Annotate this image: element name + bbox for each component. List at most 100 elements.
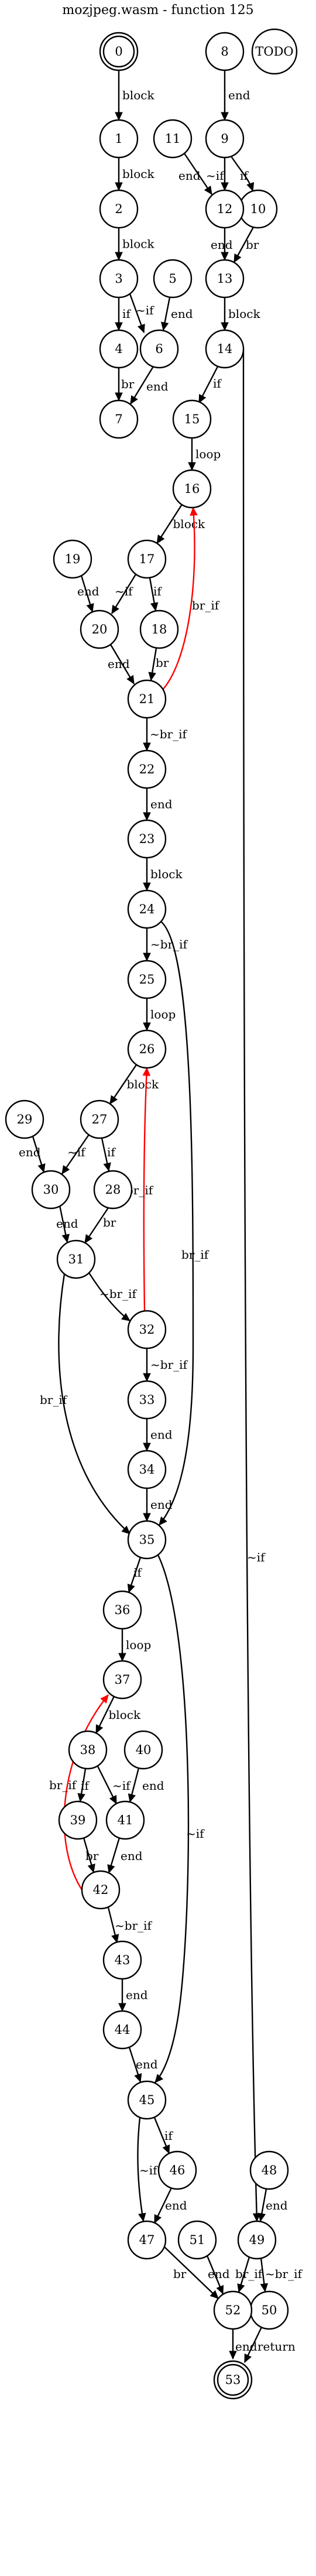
edge-24-35: br_if: [159, 921, 209, 1526]
edge-23-24: block: [143, 858, 183, 892]
edge-arrowhead: [162, 2144, 170, 2154]
node-27: 27: [80, 1099, 119, 1139]
node-21: 21: [127, 679, 167, 719]
node-circle: [127, 539, 167, 579]
edge-arrowhead: [115, 182, 123, 191]
edge-39-42: br: [83, 1837, 99, 1873]
edge-4-7: br: [115, 368, 135, 402]
edge-label: if: [81, 1779, 90, 1793]
edge-label: br_if: [49, 1778, 77, 1792]
node-label: 41: [118, 1813, 133, 1827]
edge-line: [61, 1134, 90, 1174]
edge-0-1: block: [115, 70, 154, 121]
edge-arrowhead: [103, 1162, 111, 1172]
node-label: TODO: [255, 44, 293, 59]
node-circle: [139, 609, 179, 649]
edge-12-13: end: [211, 228, 233, 261]
edge-label: block: [173, 517, 205, 531]
node-circle: [99, 119, 139, 159]
node-label: 25: [139, 972, 155, 986]
edge-arrowhead: [115, 252, 123, 261]
edge-label: block: [228, 307, 260, 321]
node-circle: [237, 2220, 277, 2260]
edge-label: ~br_if: [150, 937, 188, 951]
edge-arrowhead: [143, 953, 151, 962]
edge-arrowhead: [115, 322, 123, 331]
edge-label: end: [19, 1145, 41, 1159]
node-circle: [68, 1730, 108, 1770]
node-circle: [102, 1660, 142, 1700]
edge-label: ~br_if: [115, 1919, 153, 1933]
edge-label: end: [142, 1779, 164, 1793]
edge-line: [58, 1273, 130, 1534]
edge-arrowhead: [188, 462, 196, 471]
node-circle: [157, 2150, 197, 2190]
node-label: 43: [115, 1953, 130, 1967]
edge-29-30: end: [19, 1136, 46, 1173]
edge-14-15: if: [198, 366, 222, 404]
node-45: 45: [127, 2080, 167, 2120]
node-22: 22: [127, 749, 167, 789]
edge-52-53: end: [229, 2329, 257, 2360]
edge-31-35: br_if: [40, 1273, 130, 1534]
edge-arrowhead: [142, 1067, 151, 1076]
node-circle: [93, 1170, 133, 1210]
edge-arrowhead: [86, 603, 94, 613]
node-36: 36: [102, 1590, 142, 1630]
node-11: 11: [153, 119, 193, 159]
node-label: 6: [155, 342, 163, 356]
edge-arrowhead: [134, 2073, 142, 2083]
node-label: 45: [139, 2093, 155, 2107]
node-label: 0: [115, 44, 122, 59]
edge-32-33: ~br_if: [143, 1348, 188, 1382]
edge-49-50: ~br_if: [260, 2258, 303, 2293]
edge-49-52: br_if: [235, 2256, 263, 2293]
node-7: 7: [99, 399, 139, 439]
node-34: 34: [127, 1450, 167, 1489]
edge-37-38: block: [95, 1696, 141, 1734]
node-label: 16: [184, 482, 200, 496]
edge-label: block: [150, 867, 183, 881]
edge-label: end: [178, 169, 201, 183]
node-label: 50: [262, 2303, 277, 2317]
edge-1-2: block: [115, 157, 154, 191]
edge-arrowhead: [115, 112, 123, 121]
node-label: 40: [136, 1743, 152, 1757]
edge-40-41: end: [128, 1767, 164, 1803]
node-label: 14: [217, 342, 233, 356]
edge-arrowhead: [127, 1584, 135, 1594]
edge-13-14: block: [221, 297, 260, 331]
edge-label: end: [211, 238, 233, 252]
node-label: 26: [139, 1042, 155, 1056]
edge-label: end: [121, 1849, 143, 1863]
edge-arrowhead: [216, 2284, 224, 2295]
node-label: 53: [225, 2373, 241, 2387]
node-47: 47: [127, 2220, 167, 2260]
nodes-layer: 0123456789101112131415161718192021222324…: [5, 28, 298, 2400]
node-label: 18: [152, 622, 167, 636]
edge-arrowhead: [221, 112, 229, 121]
edge-arrowhead: [95, 1724, 104, 1734]
edge-label: if: [133, 1566, 142, 1580]
edge-arrowhead: [138, 323, 145, 334]
node-circle: [249, 2150, 289, 2190]
node-circle: [205, 329, 245, 369]
edge-label: br: [85, 1849, 99, 1863]
edge-arrowhead: [237, 2283, 245, 2293]
edge-label: ~br_if: [265, 2267, 303, 2281]
edge-label: end: [77, 584, 99, 598]
edge-label: if: [240, 169, 249, 183]
node-label: 2: [115, 202, 122, 216]
edge-label: loop: [195, 447, 221, 461]
node-12: 12: [205, 189, 245, 229]
node-13: 13: [205, 259, 245, 299]
edge-label: ~if: [112, 1779, 131, 1793]
edge-line: [184, 153, 212, 195]
edge-label: br: [103, 1215, 116, 1229]
node-circle: [127, 1380, 167, 1420]
edge-41-42: end: [107, 1837, 143, 1874]
node-37: 37: [102, 1660, 142, 1700]
node-19: 19: [53, 539, 92, 579]
edge-label: ~if: [139, 2163, 158, 2177]
node-circle: [58, 1800, 98, 1840]
